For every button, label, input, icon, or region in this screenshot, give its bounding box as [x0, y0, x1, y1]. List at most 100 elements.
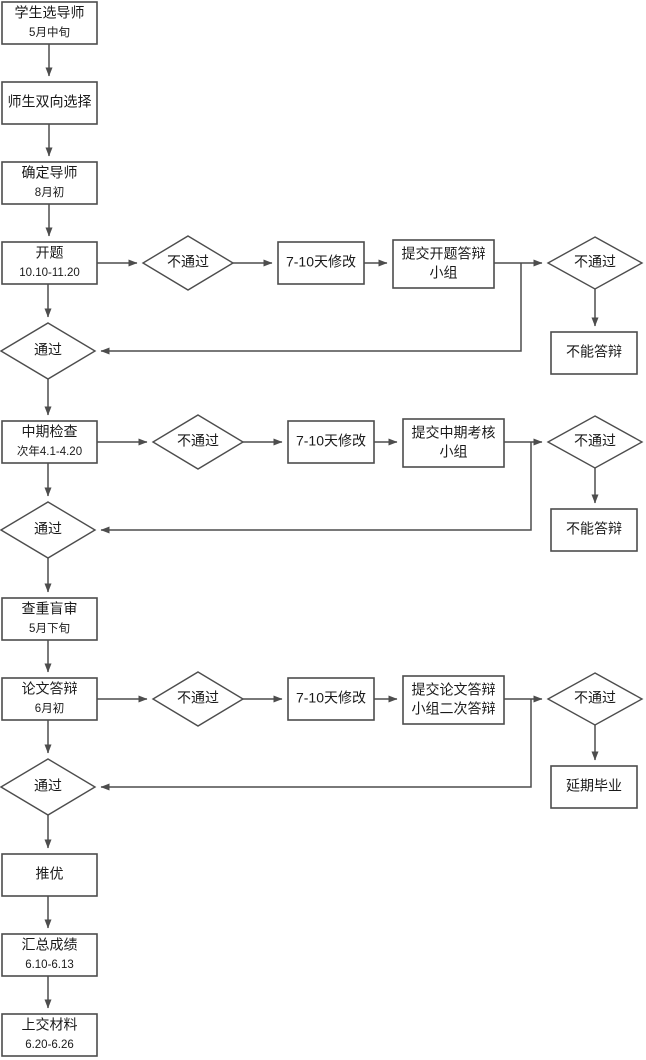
node-midterm-fail[interactable]: 不通过 — [151, 414, 245, 470]
node-label-proposal-fail: 不通过 — [167, 254, 209, 270]
node-label-midterm-fail2: 不通过 — [574, 433, 616, 449]
node-midterm-nodefense[interactable]: 不能答辩 — [550, 508, 638, 552]
node-sublabel-defense-submit: 小组二次答辩 — [412, 701, 496, 717]
node-two-way-selection[interactable]: 师生双向选择 — [1, 81, 98, 125]
decision-shape-proposal-fail2 — [546, 236, 644, 290]
node-defense-fail2[interactable]: 不通过 — [546, 672, 644, 726]
process-shape-proposal-submit — [392, 239, 495, 289]
node-label-midterm-fail: 不通过 — [177, 433, 219, 449]
node-label-midterm-pass: 通过 — [34, 521, 62, 537]
node-defense-pass[interactable]: 通过 — [0, 758, 97, 816]
node-label-midterm-nodefense: 不能答辩 — [566, 521, 622, 537]
process-shape-select-advisor — [1, 1, 98, 45]
node-label-recommend: 推优 — [36, 866, 64, 882]
node-recommend[interactable]: 推优 — [1, 853, 98, 897]
node-label-summarize-grades: 汇总成绩 — [22, 937, 78, 953]
node-sublabel-select-advisor: 5月中旬 — [29, 26, 70, 39]
node-label-proposal: 开题 — [36, 245, 64, 261]
decision-shape-defense-pass — [0, 758, 97, 816]
node-summarize-grades[interactable]: 汇总成绩 6.10-6.13 — [1, 933, 98, 977]
node-label-defense-revise: 7-10天修改 — [296, 690, 366, 706]
decision-shape-midterm-fail2 — [546, 415, 644, 469]
node-proposal-revise[interactable]: 7-10天修改 — [277, 241, 365, 285]
process-shape-confirm-advisor — [1, 161, 98, 205]
edge-defense-submit-to-defense-pass — [100, 699, 532, 791]
process-shape-proposal-nodefense — [550, 331, 638, 375]
node-label-proposal-nodefense: 不能答辩 — [566, 344, 622, 360]
decision-shape-proposal-pass — [0, 322, 97, 380]
node-label-proposal-pass: 通过 — [34, 342, 62, 358]
node-label-defense-fail2: 不通过 — [574, 690, 616, 706]
node-label-defense-submit: 提交论文答辩 — [412, 682, 496, 698]
node-label-proposal-submit: 提交开题答辩 — [402, 246, 486, 262]
node-proposal-pass[interactable]: 通过 — [0, 322, 97, 380]
node-defense-fail[interactable]: 不通过 — [151, 671, 245, 727]
node-label-midterm-submit: 提交中期考核 — [412, 425, 496, 441]
node-midterm-fail2[interactable]: 不通过 — [546, 415, 644, 469]
node-label-midterm-revise: 7-10天修改 — [296, 433, 366, 449]
process-shape-midterm-submit — [402, 418, 505, 468]
process-shape-proposal — [1, 241, 98, 285]
node-submit-materials[interactable]: 上交材料 6.20-6.26 — [1, 1013, 98, 1057]
process-shape-submit-materials — [1, 1013, 98, 1057]
process-shape-midterm-nodefense — [550, 508, 638, 552]
node-defense[interactable]: 论文答辩 6月初 — [1, 677, 98, 721]
process-shape-defense-submit — [402, 675, 505, 725]
process-shape-recommend — [1, 853, 98, 897]
node-label-submit-materials: 上交材料 — [22, 1017, 78, 1033]
decision-shape-midterm-pass — [0, 501, 97, 559]
node-label-defense: 论文答辩 — [22, 681, 78, 697]
node-sublabel-proposal: 10.10-11.20 — [19, 267, 80, 279]
node-sublabel-midterm-submit: 小组 — [440, 444, 468, 460]
edges-layer — [44, 44, 599, 1009]
process-shape-summarize-grades — [1, 933, 98, 977]
node-sublabel-proposal-submit: 小组 — [430, 265, 458, 281]
node-sublabel-midterm: 次年4.1-4.20 — [17, 444, 82, 458]
node-defense-revise[interactable]: 7-10天修改 — [287, 677, 375, 721]
process-shape-defense-revise — [287, 677, 375, 721]
node-label-defense-pass: 通过 — [34, 778, 62, 794]
node-plagiarism-check[interactable]: 查重盲审 5月下旬 — [1, 597, 98, 641]
node-proposal-nodefense[interactable]: 不能答辩 — [550, 331, 638, 375]
decision-shape-defense-fail2 — [546, 672, 644, 726]
node-sublabel-plagiarism-check: 5月下旬 — [29, 622, 70, 635]
node-midterm-revise[interactable]: 7-10天修改 — [287, 420, 375, 464]
process-shape-plagiarism-check — [1, 597, 98, 641]
node-proposal[interactable]: 开题 10.10-11.20 — [1, 241, 98, 285]
node-label-plagiarism-check: 查重盲审 — [22, 601, 78, 617]
node-confirm-advisor[interactable]: 确定导师 8月初 — [1, 161, 98, 205]
decision-shape-proposal-fail — [141, 235, 235, 291]
edge-proposal-submit-to-proposal-pass — [100, 263, 522, 355]
node-sublabel-defense: 6月初 — [35, 701, 64, 715]
node-proposal-fail2[interactable]: 不通过 — [546, 236, 644, 290]
process-shape-defense — [1, 677, 98, 721]
decision-shape-defense-fail — [151, 671, 245, 727]
edge-midterm-submit-to-midterm-pass — [100, 442, 532, 534]
process-shape-midterm — [1, 420, 98, 464]
node-label-defense-fail: 不通过 — [177, 690, 219, 706]
node-label-midterm: 中期检查 — [22, 424, 78, 440]
node-sublabel-submit-materials: 6.20-6.26 — [25, 1039, 74, 1051]
process-shape-proposal-revise — [277, 241, 365, 285]
process-shape-midterm-revise — [287, 420, 375, 464]
node-delayed-graduation[interactable]: 延期毕业 — [550, 765, 638, 809]
decision-shape-midterm-fail — [151, 414, 245, 470]
node-midterm-pass[interactable]: 通过 — [0, 501, 97, 559]
node-label-two-way-selection: 师生双向选择 — [8, 94, 92, 110]
node-select-advisor[interactable]: 学生选导师 5月中旬 — [1, 1, 98, 45]
process-shape-delayed-graduation — [550, 765, 638, 809]
node-label-select-advisor: 学生选导师 — [15, 5, 85, 21]
node-label-confirm-advisor: 确定导师 — [22, 165, 78, 181]
node-label-proposal-fail2: 不通过 — [574, 254, 616, 270]
node-sublabel-confirm-advisor: 8月初 — [35, 185, 64, 199]
node-proposal-fail[interactable]: 不通过 — [141, 235, 235, 291]
node-label-delayed-graduation: 延期毕业 — [566, 778, 622, 794]
node-sublabel-summarize-grades: 6.10-6.13 — [25, 959, 74, 971]
